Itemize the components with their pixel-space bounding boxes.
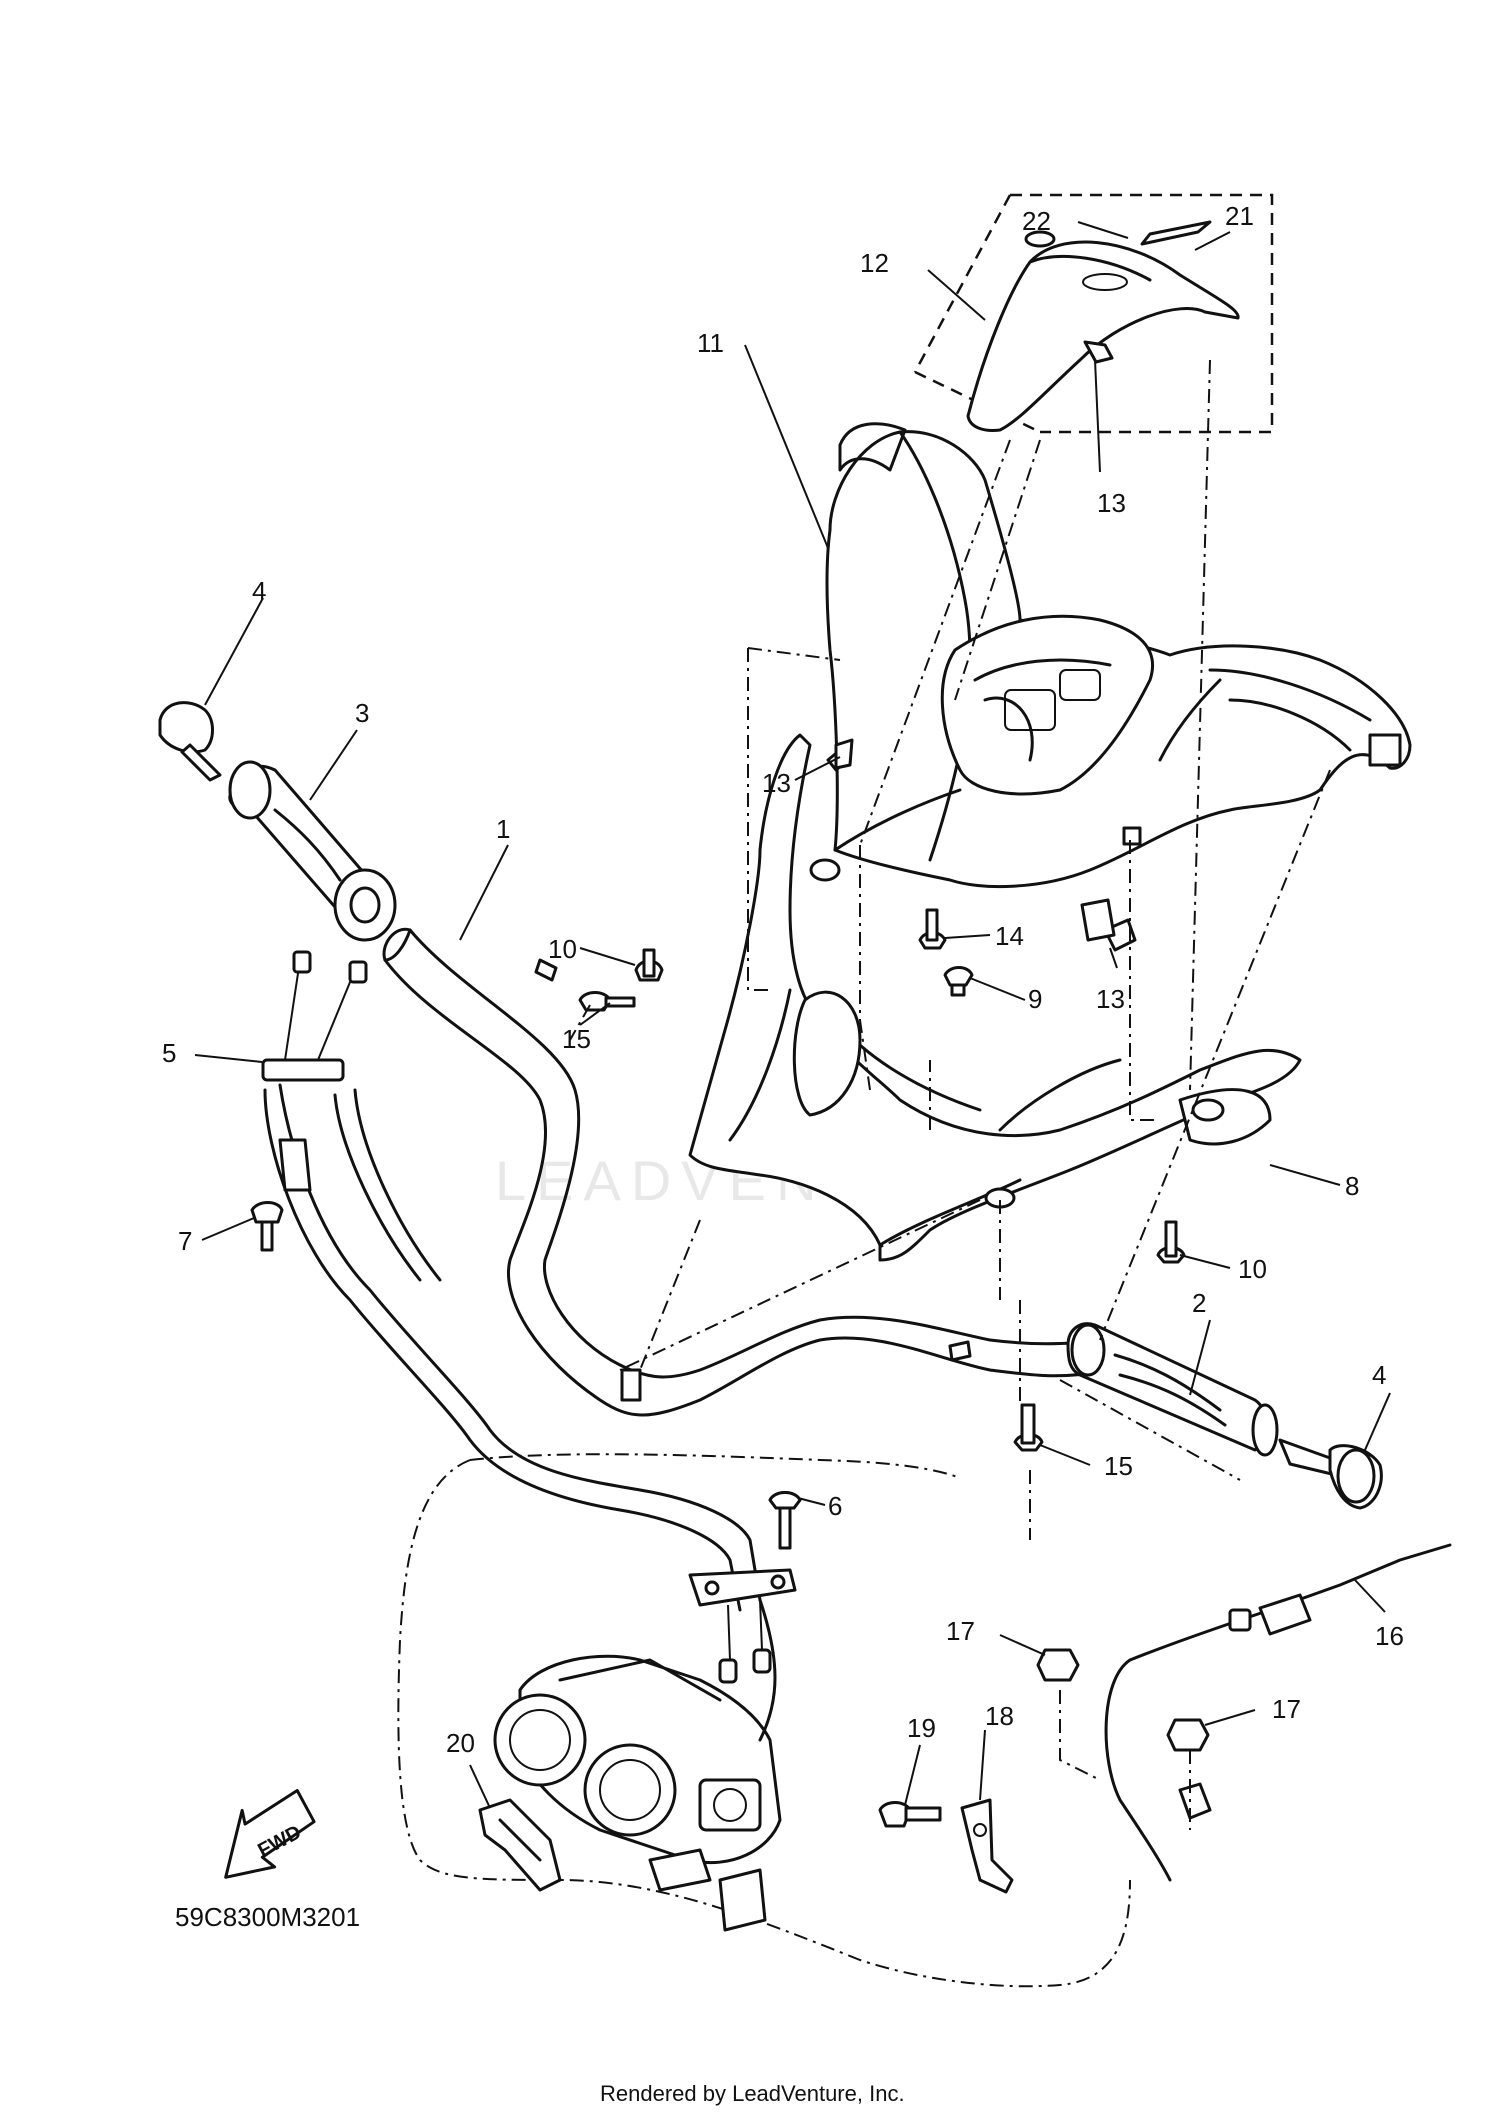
callout-18: 18: [985, 1701, 1014, 1731]
callout-7: 7: [178, 1226, 192, 1256]
part-screws: [250, 908, 1186, 1550]
callout-8: 8: [1345, 1171, 1359, 1201]
leader-lines: [194, 221, 1391, 1809]
part-bracket: [960, 1798, 1014, 1894]
part-upper-cover-assembly: [913, 193, 1274, 434]
part-throttle-body: [397, 1453, 1131, 1988]
callout-4-right: 4: [1372, 1360, 1386, 1390]
callout-10-right: 10: [1238, 1254, 1267, 1284]
part-throttle-cable: [261, 950, 762, 1612]
callout-13-left: 13: [762, 768, 791, 798]
callout-13-top: 13: [1097, 488, 1126, 518]
part-bolt-6: [768, 1491, 802, 1510]
callout-5: 5: [162, 1038, 176, 1068]
callout-14: 14: [995, 921, 1024, 951]
callout-20: 20: [446, 1728, 475, 1758]
part-grip-end-right: [1278, 1438, 1383, 1510]
part-bolt-19: [878, 1801, 942, 1828]
part-clips: [834, 738, 1116, 942]
callout-22: 22: [1022, 206, 1051, 236]
callout-6: 6: [828, 1491, 842, 1521]
part-cable-16: [1104, 1543, 1452, 1882]
callout-4-left: 4: [252, 576, 266, 606]
part-handlebar: [382, 927, 1112, 1417]
part-inner-cover: [688, 340, 1302, 1262]
callout-labels: 1 2 3 4 4 5 6 7 8 9 10 10 11 12 13 13 13…: [162, 201, 1404, 1758]
callout-10-left: 10: [548, 934, 577, 964]
fwd-arrow-icon: FWD: [224, 1789, 316, 1879]
callout-1: 1: [496, 814, 510, 844]
footer-credit: Rendered by LeadVenture, Inc.: [600, 2081, 905, 2106]
callout-11: 11: [697, 328, 724, 358]
part-cable-holder: [478, 1798, 562, 1892]
part-right-grip: [1066, 1322, 1279, 1457]
callout-15-right: 15: [1104, 1451, 1133, 1481]
part-left-grip: [228, 760, 397, 942]
callout-21: 21: [1225, 201, 1254, 231]
callout-16: 16: [1375, 1621, 1404, 1651]
part-nuts-17: [1036, 1648, 1210, 1752]
callout-3: 3: [355, 698, 369, 728]
callout-17-right: 17: [1272, 1694, 1301, 1724]
diagram-code: 59C8300M3201: [175, 1902, 360, 1932]
part-grip-end-left: [158, 701, 222, 782]
callout-2: 2: [1192, 1288, 1206, 1318]
callout-19: 19: [907, 1713, 936, 1743]
callout-13-right: 13: [1096, 984, 1125, 1014]
part-front-cover: [825, 422, 1412, 889]
relation-lines: [569, 359, 1331, 1830]
callout-15-left: 15: [562, 1024, 591, 1054]
callout-9: 9: [1028, 984, 1042, 1014]
callout-17-left: 17: [946, 1616, 975, 1646]
callout-12: 12: [860, 248, 889, 278]
